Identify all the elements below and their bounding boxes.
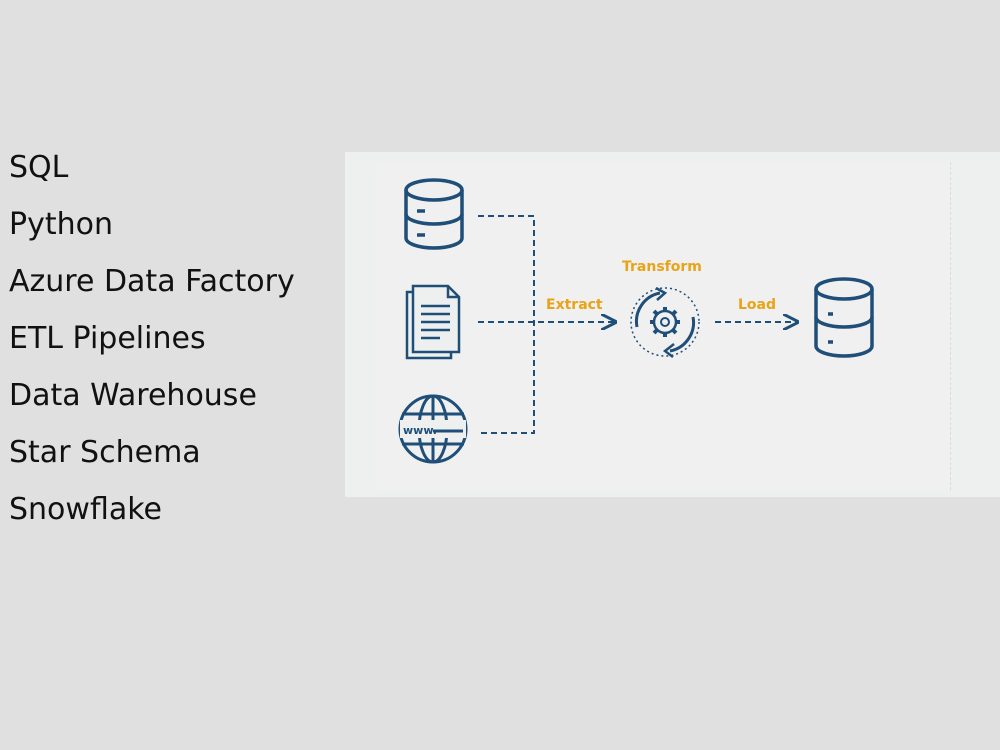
skill-item: ETL Pipelines xyxy=(9,321,206,356)
etl-diagram: www. Extract xyxy=(345,152,1000,497)
transform-label: Transform xyxy=(622,259,702,275)
web-globe-icon xyxy=(398,394,468,464)
skill-item: Python xyxy=(9,207,113,242)
skill-item: Snowflake xyxy=(9,492,162,527)
skill-item: Azure Data Factory xyxy=(9,264,295,299)
skill-item: Star Schema xyxy=(9,435,201,470)
skill-item: Data Warehouse xyxy=(9,378,257,413)
transform-gear-icon xyxy=(630,286,700,358)
skill-item: SQL xyxy=(9,150,69,185)
source-connectors xyxy=(478,215,615,434)
load-label: Load xyxy=(738,297,776,313)
extract-label: Extract xyxy=(546,297,603,313)
skills-list: SQL Python Azure Data Factory ETL Pipeli… xyxy=(9,139,295,538)
etl-diagram-svg: www. Extract xyxy=(398,178,874,464)
diagram-edge xyxy=(950,162,951,490)
web-icon-text: www. xyxy=(403,424,437,437)
destination-database-icon xyxy=(814,277,874,358)
document-icon xyxy=(405,284,461,360)
source-database-icon xyxy=(404,178,464,250)
